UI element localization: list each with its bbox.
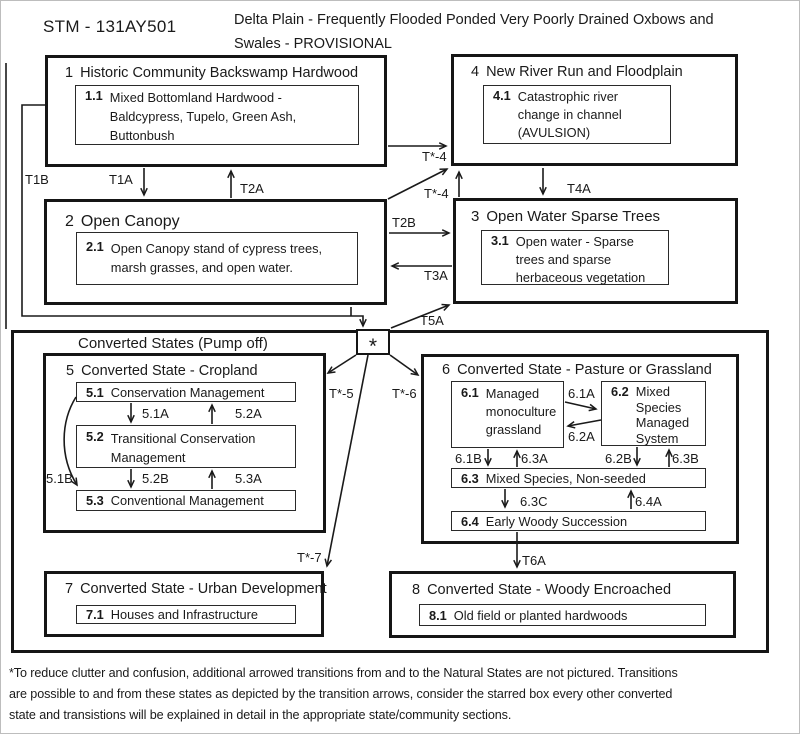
community-text-line: herbaceous vegetation [515,270,646,285]
state-number-1: 1 [65,65,74,81]
community-box-5-1: 5.1 Conservation Management [76,382,296,402]
label-tstar4-upper: T*-4 [422,149,447,164]
community-box-2-1: 2.1 Open Canopy stand of cypress trees, … [76,232,358,285]
footnote: *To reduce clutter and confusion, additi… [9,663,678,726]
community-text-line: Mixed Species, Non-seeded [485,470,646,486]
label-t2b: T2B [392,215,416,230]
state-label-4: New River Run and Floodplain [486,64,683,80]
state-number-7: 7 [65,581,74,597]
community-text-line: System [635,430,679,446]
label-t4a: T4A [567,181,591,196]
footnote-line-3: state and transistions will be explained… [9,708,512,722]
state-title-4: 4 New River Run and Floodplain [471,64,683,80]
community-text-line: Open Canopy stand of cypress trees, [110,241,323,256]
community-text-line: Open water - Sparse [515,234,634,249]
community-box-5-3: 5.3 Conventional Management [76,490,296,511]
community-text-line: grassland [485,422,542,437]
community-number-5-1: 5.1 [86,384,104,400]
community-text-line: marsh grasses, and open water. [110,260,293,275]
community-number-7-1: 7.1 [86,607,104,622]
community-number-6-4: 6.4 [461,513,479,529]
footnote-line-2: are possible to and from these states as… [9,687,673,701]
community-text-line: change in channel [517,107,622,122]
community-number-4-1: 4.1 [493,88,511,103]
community-number-5-3: 5.3 [86,493,104,508]
community-text-line: Managed [485,386,540,401]
community-text-line: Mixed [635,384,670,399]
community-text-line: Mixed Bottomland Hardwood - [109,90,282,105]
arrow-t5a [390,303,451,329]
state-label-1: Historic Community Backswamp Hardwood [80,65,359,81]
state-title-5: 5 Converted State - Cropland [66,363,258,379]
arrow-tstar4-lower [387,168,449,200]
community-box-3-1: 3.1 Open water - Sparse trees and sparse… [481,230,669,285]
community-box-6-1: 6.1 Managed monoculture grassland [451,381,564,448]
community-box-5-2: 5.2 Transitional Conservation Management [76,425,296,468]
state-number-8: 8 [412,582,421,598]
community-text-line: Species [635,399,682,415]
community-number-3-1: 3.1 [491,233,509,248]
community-box-6-4: 6.4 Early Woody Succession [451,511,706,531]
community-number-2-1: 2.1 [86,239,104,254]
state-label-8: Converted State - Woody Encroached [427,582,672,598]
community-box-8-1: 8.1 Old field or planted hardwoods [419,604,706,626]
state-title-8: 8 Converted State - Woody Encroached [412,582,671,598]
stm-code: STM - 131AY501 [43,17,177,36]
community-text-line: Transitional Conservation [110,431,256,446]
state-title-7: 7 Converted State - Urban Development [65,581,327,597]
state-number-6: 6 [442,362,451,378]
community-text-line: Buttonbush [109,128,175,143]
state-number-3: 3 [471,208,480,225]
state-label-6: Converted State - Pasture or Grassland [457,362,712,378]
state-number-5: 5 [66,363,75,379]
diagram-title-line1: Delta Plain - Frequently Flooded Ponded … [234,12,714,28]
community-text-line: Early Woody Succession [485,513,628,529]
state-box-7 [44,571,324,637]
community-box-6-2: 6.2 Mixed Species Managed System [601,381,706,446]
state-label-7: Converted State - Urban Development [80,581,327,597]
state-number-4: 4 [471,64,480,80]
state-title-6: 6 Converted State - Pasture or Grassland [442,362,712,378]
state-title-3: 3 Open Water Sparse Trees [471,208,660,225]
community-box-7-1: 7.1 Houses and Infrastructure [76,605,296,624]
label-t1b: T1B [25,172,49,187]
label-t5a: T5A [420,313,444,328]
community-box-6-3: 6.3 Mixed Species, Non-seeded [451,468,706,488]
community-text-line: Management [110,450,186,465]
state-title-1: 1 Historic Community Backswamp Hardwood [65,65,358,81]
state-label-5: Converted State - Cropland [81,363,258,379]
community-text-line: Old field or planted hardwoods [453,607,628,623]
state-number-2: 2 [65,213,74,230]
community-box-4-1: 4.1 Catastrophic river change in channel… [483,85,671,144]
community-text-line: Baldcypress, Tupelo, Green Ash, [109,109,297,124]
community-text-line: Houses and Infrastructure [110,607,259,622]
label-t3a: T3A [424,268,448,283]
community-text-line: (AVULSION) [517,125,591,140]
label-t1a: T1A [109,172,133,187]
starred-box: * [356,329,390,358]
community-text-line: Conventional Management [110,493,264,508]
state-label-2: Open Canopy [80,213,180,230]
community-number-1-1: 1.1 [85,88,103,103]
community-number-6-3: 6.3 [461,470,479,486]
star-symbol: * [368,335,378,358]
state-label-3: Open Water Sparse Trees [486,208,661,225]
community-number-6-2: 6.2 [611,384,629,399]
community-box-1-1: 1.1 Mixed Bottomland Hardwood - Baldcypr… [75,85,359,145]
converted-states-title: Converted States (Pump off) [78,335,268,352]
footnote-line-1: *To reduce clutter and confusion, additi… [9,666,678,680]
community-number-5-2: 5.2 [86,429,104,444]
state-title-2: 2 Open Canopy [65,213,180,231]
community-text-line: Catastrophic river [517,89,619,104]
label-tstar4-lower: T*-4 [424,186,449,201]
community-number-6-1: 6.1 [461,385,479,400]
diagram-title-line2: Swales - PROVISIONAL [234,36,392,52]
label-t2a: T2A [240,181,264,196]
community-text-line: Managed [635,415,690,430]
community-text-line: trees and sparse [515,252,612,267]
community-text-line: monoculture [485,404,557,419]
community-text-line: Conservation Management [110,384,265,400]
community-number-8-1: 8.1 [429,607,447,623]
